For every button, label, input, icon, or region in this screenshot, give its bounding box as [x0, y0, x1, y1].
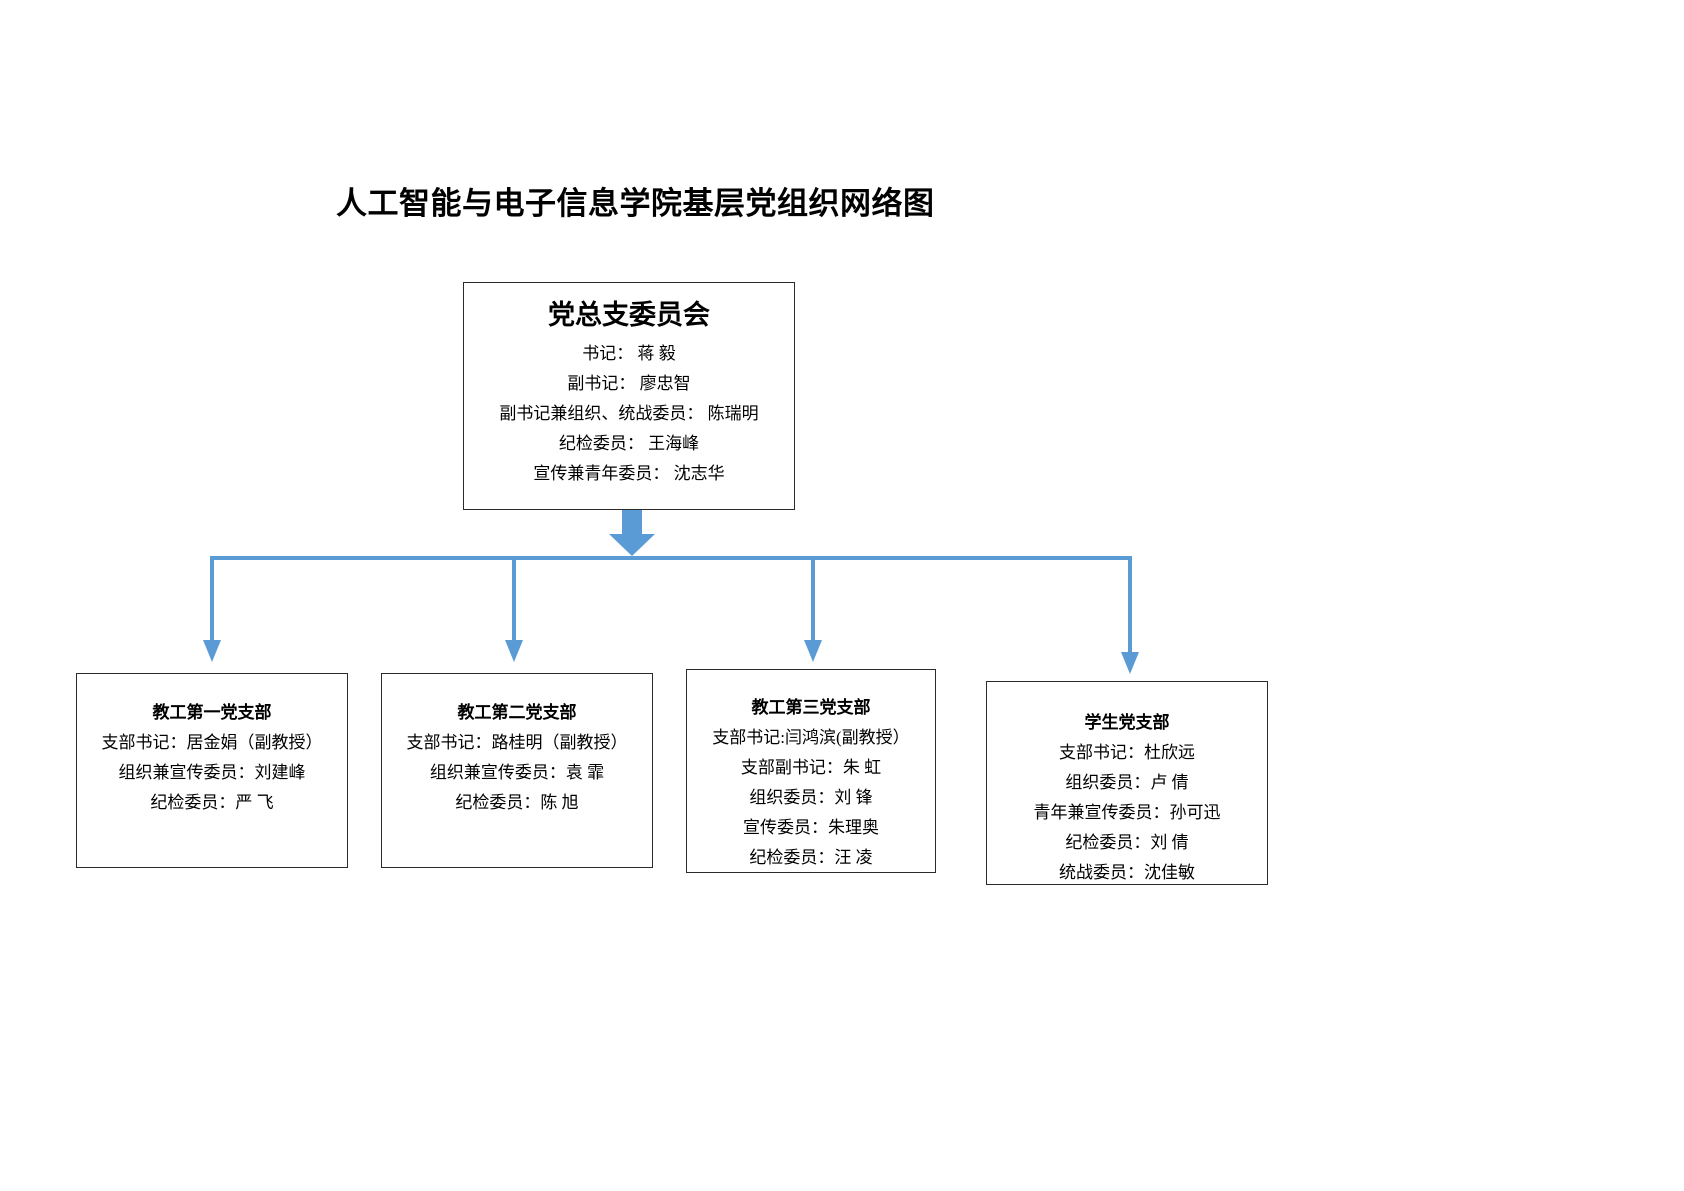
- node-line: 纪检委员：刘 倩: [1065, 833, 1189, 852]
- branch-arrow-2: [505, 556, 523, 662]
- node-title: 教工第三党支部: [751, 698, 871, 717]
- node-faculty-branch-1: 教工第一党支部 支部书记：居金娟（副教授） 组织兼宣传委员：刘建峰 纪检委员：严…: [76, 673, 348, 868]
- node-student-branch: 学生党支部 支部书记：杜欣远 组织委员：卢 倩 青年兼宣传委员：孙可迅 纪检委员…: [986, 681, 1268, 885]
- node-line: 组织兼宣传委员：刘建峰: [118, 763, 306, 782]
- node-line: 支部书记：路桂明（副教授）: [406, 733, 628, 752]
- node-line: 支部书记：杜欣远: [1059, 743, 1195, 762]
- node-line: 副书记： 廖忠智: [567, 374, 691, 393]
- branch-arrow-4: [1121, 556, 1139, 674]
- node-line: 宣传委员：朱理奥: [743, 818, 879, 837]
- node-line: 支部书记:闫鸿滨(副教授）: [712, 728, 910, 747]
- node-line: 支部书记：居金娟（副教授）: [101, 733, 323, 752]
- node-title: 党总支委员会: [548, 300, 710, 330]
- horizontal-bus: [210, 556, 1132, 560]
- root-down-arrow: [609, 510, 655, 556]
- node-line: 副书记兼组织、统战委员： 陈瑞明: [499, 404, 759, 423]
- node-line: 纪检委员：严 飞: [150, 793, 274, 812]
- node-title: 教工第一党支部: [152, 703, 272, 722]
- node-line: 纪检委员：陈 旭: [455, 793, 579, 812]
- node-line: 组织兼宣传委员：袁 霏: [429, 763, 605, 782]
- node-title: 教工第二党支部: [457, 703, 577, 722]
- node-faculty-branch-2: 教工第二党支部 支部书记：路桂明（副教授） 组织兼宣传委员：袁 霏 纪检委员：陈…: [381, 673, 653, 868]
- node-faculty-branch-3: 教工第三党支部 支部书记:闫鸿滨(副教授） 支部副书记：朱 虹 组织委员：刘 锋…: [686, 669, 936, 873]
- node-line: 组织委员：刘 锋: [749, 788, 873, 807]
- node-line: 支部副书记：朱 虹: [740, 758, 882, 777]
- page-title: 人工智能与电子信息学院基层党组织网络图: [336, 186, 935, 221]
- node-line: 书记： 蒋 毅: [582, 344, 676, 363]
- node-line: 组织委员：卢 倩: [1065, 773, 1189, 792]
- node-line: 统战委员：沈佳敏: [1059, 863, 1195, 882]
- branch-arrow-1: [203, 556, 221, 662]
- branch-arrow-3: [804, 556, 822, 662]
- node-party-general-branch-committee: 党总支委员会 书记： 蒋 毅 副书记： 廖忠智 副书记兼组织、统战委员： 陈瑞明…: [463, 282, 795, 510]
- node-line: 纪检委员：汪 凌: [749, 848, 873, 867]
- node-title: 学生党支部: [1084, 713, 1170, 732]
- node-line: 宣传兼青年委员： 沈志华: [533, 464, 725, 483]
- node-line: 青年兼宣传委员：孙可迅: [1033, 803, 1221, 822]
- node-line: 纪检委员： 王海峰: [558, 434, 700, 453]
